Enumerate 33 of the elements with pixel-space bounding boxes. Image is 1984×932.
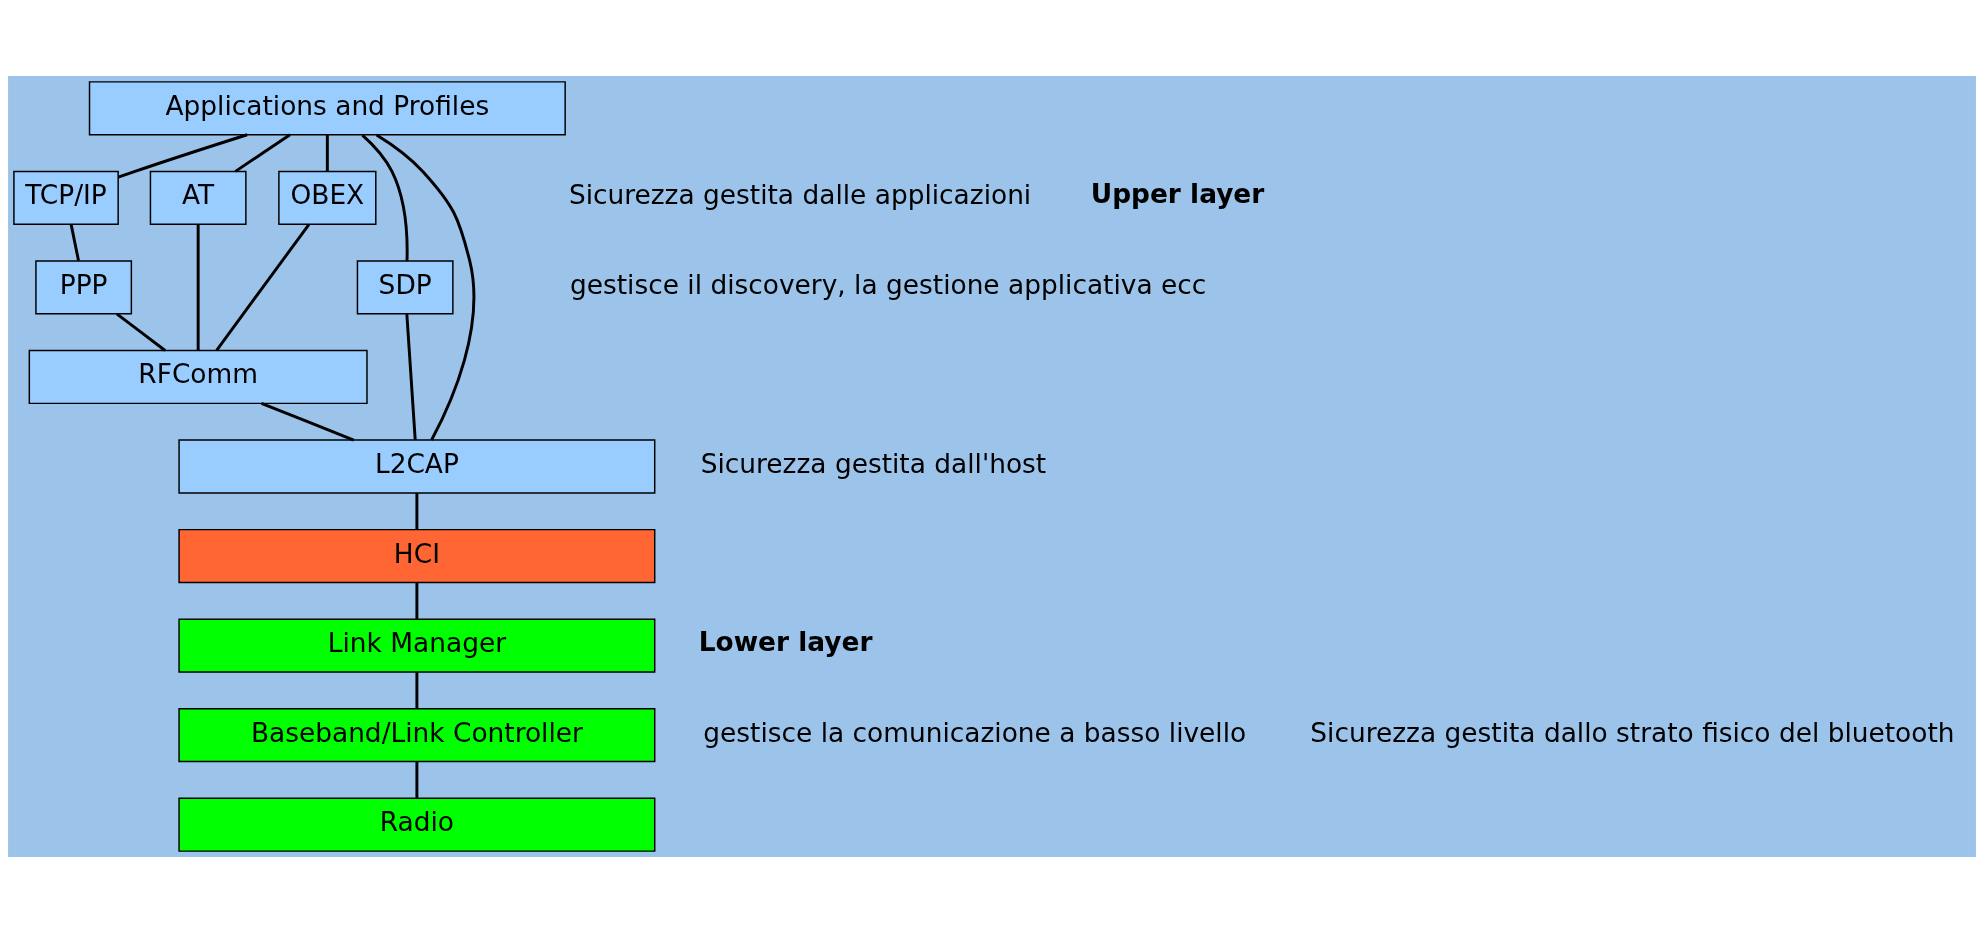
- node-box: SDP: [356, 259, 454, 315]
- label: Upper layer: [1090, 177, 1265, 209]
- node-box: TCP/IP: [13, 170, 119, 225]
- connector: [115, 312, 166, 352]
- node-box: HCI: [178, 528, 656, 583]
- connector: [405, 313, 417, 440]
- label: Lower layer: [698, 625, 873, 657]
- connector: [415, 761, 419, 798]
- connector: [415, 492, 419, 529]
- node-box: Applications and Profiles: [88, 80, 566, 135]
- connector: [215, 223, 310, 351]
- connector: [196, 224, 200, 350]
- label: Sicurezza gestita dallo strato fisico del bluetooth: [1310, 716, 1955, 748]
- connector: [117, 132, 248, 179]
- label: gestisce il discovery, la gestione applicativa ecc: [570, 268, 1207, 300]
- node-box: PPP: [35, 259, 133, 315]
- node-box: Link Manager: [178, 617, 656, 673]
- node-box: OBEX: [278, 170, 377, 225]
- connector: [361, 133, 409, 261]
- connector: [415, 582, 419, 619]
- node-box: Baseband/Link Controller: [178, 707, 656, 762]
- node-box: L2CAP: [178, 438, 656, 494]
- label: Sicurezza gestita dalle applicazioni: [568, 178, 1032, 210]
- label: gestisce la comunicazione a basso livello: [703, 716, 1247, 748]
- label: Sicurezza gestita dall'host: [700, 447, 1047, 479]
- node-box: AT: [149, 170, 247, 225]
- connector: [375, 133, 476, 441]
- connector: [234, 133, 291, 173]
- connector: [69, 223, 80, 261]
- node-box: RFComm: [28, 349, 368, 404]
- node-box: Radio: [178, 797, 656, 852]
- connector: [415, 671, 419, 708]
- connector: [325, 134, 329, 171]
